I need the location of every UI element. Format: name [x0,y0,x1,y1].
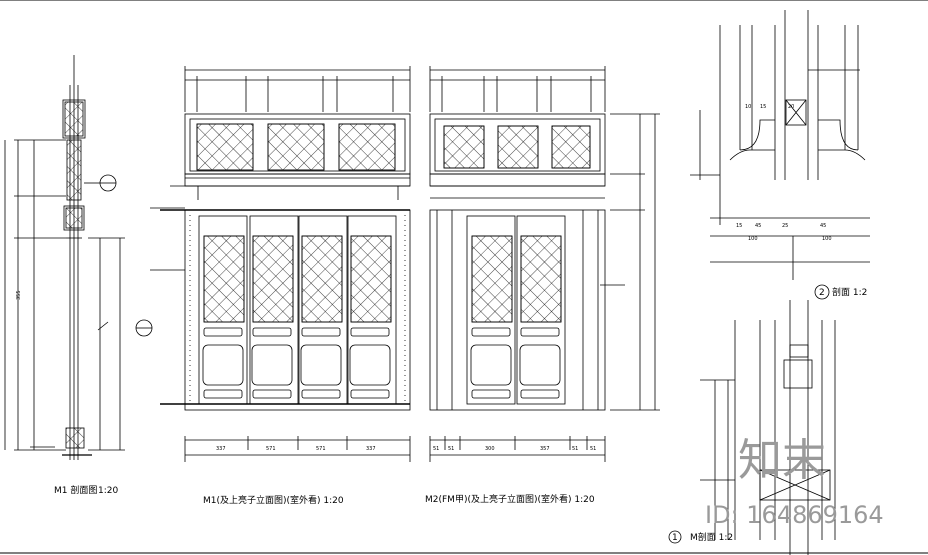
caption-section-small-scale: 1:20 [98,486,118,496]
detail-1 [668,300,836,555]
d2-dim-3: 45 [755,223,761,229]
section-left [4,55,153,460]
m2-dim-b2: 51 [448,446,454,452]
watermark-logo: 知末 [738,435,826,486]
d2-dim-1: 15 [736,223,742,229]
m2-dim-b1: 51 [433,446,439,452]
caption-section-small: M1 剖面图 [54,484,97,496]
m1-dim-b3: 571 [316,446,326,452]
m2-dim-b5: 51 [572,446,578,452]
m1-dim-b1: 337 [216,446,226,452]
d2-dim-4: 25 [782,223,788,229]
caption-m2: M2(FM甲)(及上亮子立面图)(室外看) 1:20 [425,493,595,505]
d3-dim-2: 100 [822,236,832,242]
m1-dim-b4: 337 [366,446,376,452]
detail-2 [690,10,870,300]
caption-m1: M1(及上亮子立面图)(室外看) 1:20 [203,494,344,506]
d3-dim-1: 100 [748,236,758,242]
caption-detail2: 剖面 1:2 [832,286,867,298]
m2-dim-b6: 51 [590,446,596,452]
d2-dim-6: 45 [820,223,826,229]
caption-detail1: M剖面 1:2 [690,531,733,543]
dim-left-1: 355 [16,290,22,300]
m2-dim-b3: 300 [485,446,495,452]
detail1-marker-num: 1 [672,533,678,543]
m2-elevation [429,66,660,462]
m2-dim-b4: 357 [540,446,550,452]
d1-dim-4: 20 [788,104,794,110]
watermark-id: ID: 164869164 [705,501,884,529]
d1-dim-1: 10 [745,104,751,110]
d1-dim-2: 15 [760,104,766,110]
m1-dim-b2: 571 [266,446,276,452]
m1-elevation [150,66,411,462]
detail2-marker-num: 2 [819,288,825,298]
